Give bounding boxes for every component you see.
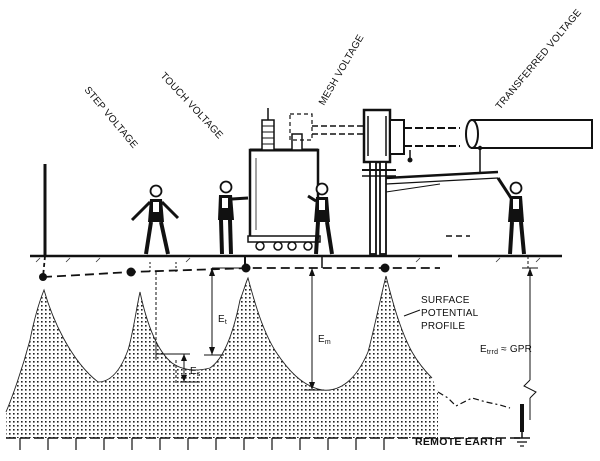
person-icon bbox=[307, 182, 334, 255]
svg-text:PROFILE: PROFILE bbox=[421, 321, 465, 332]
switchgear-structure bbox=[362, 108, 499, 255]
etrrd-symbol: Etrrd ≈ GPR bbox=[480, 344, 532, 356]
et-symbol: Et bbox=[218, 314, 227, 326]
svg-text:POTENTIAL: POTENTIAL bbox=[421, 308, 479, 319]
es-symbol: Es bbox=[190, 366, 201, 378]
transformer-icon bbox=[247, 108, 321, 251]
surface-potential-profile bbox=[5, 275, 511, 438]
es-dimension: Es bbox=[155, 345, 201, 385]
et-dimension: Et bbox=[204, 267, 246, 356]
mesh-voltage-label: MESH VOLTAGE bbox=[317, 33, 367, 108]
ground-grid-conductor bbox=[39, 255, 440, 281]
step-voltage-label: STEP VOLTAGE bbox=[82, 85, 140, 151]
person-icon bbox=[496, 177, 526, 255]
switchgear-connection bbox=[289, 113, 364, 141]
touch-voltage-label: TOUCH VOLTAGE bbox=[158, 71, 225, 142]
person-icon bbox=[218, 180, 249, 255]
ground-symbol-icon bbox=[514, 404, 530, 447]
remote-earth-label: REMOTE EARTH bbox=[415, 436, 503, 448]
person-icon bbox=[130, 184, 180, 255]
ground-surface bbox=[30, 254, 562, 263]
transferred-pipe bbox=[465, 119, 593, 172]
etrrd-dimension: Etrrd ≈ GPR bbox=[480, 256, 538, 420]
em-dimension: Em bbox=[304, 268, 331, 391]
svg-text:SURFACE: SURFACE bbox=[421, 295, 470, 306]
remote-earth-baseline bbox=[6, 437, 520, 450]
step-markers bbox=[149, 262, 177, 345]
transferred-voltage-label: TRANSFERRED VOLTAGE bbox=[494, 7, 584, 112]
em-symbol: Em bbox=[318, 334, 331, 346]
surface-potential-label: SURFACE POTENTIAL PROFILE bbox=[403, 295, 479, 332]
